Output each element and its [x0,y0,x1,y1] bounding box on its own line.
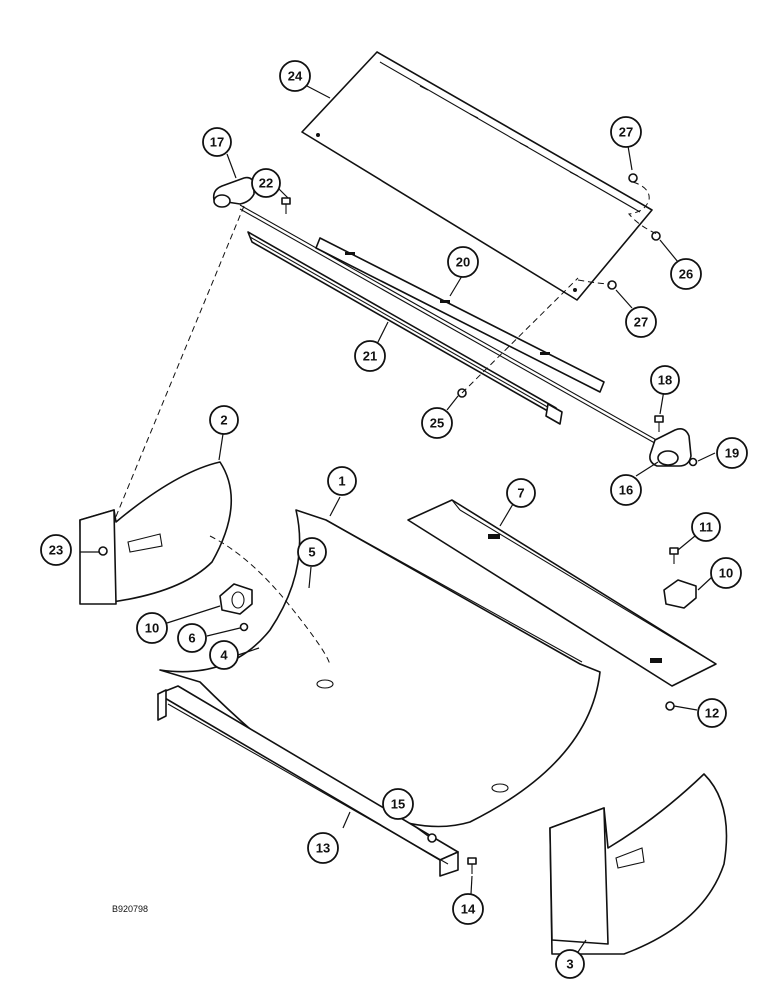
callout-25: 25 [421,407,453,439]
part-17-bracket [212,176,255,208]
callout-11: 11 [691,512,721,542]
callout-leaders [80,85,716,953]
part-10-bracket-right [663,579,697,609]
callout-label: 4 [220,648,228,663]
callout-26: 26 [670,258,702,290]
callout-label: 6 [188,631,195,646]
part-6-nut [239,622,249,632]
callout-18: 18 [650,365,680,395]
callout-label: 15 [391,797,405,812]
callout-23: 23 [40,534,72,566]
callout-label: 26 [679,267,693,282]
callout-label: 27 [634,315,648,330]
callout-4: 4 [209,640,239,670]
part-11-bolt [669,547,679,564]
part-24-cover-plate [301,51,653,301]
callout-label: 2 [220,413,227,428]
callout-15: 15 [382,788,414,820]
part-7-angle [407,499,717,687]
callout-label: 19 [725,446,739,461]
callout-label: 25 [430,416,444,431]
callout-2: 2 [209,405,239,435]
figure-id: B920798 [112,904,148,914]
part-23-nut [98,546,108,556]
callout-label: 22 [259,176,273,191]
callout-label: 18 [658,373,672,388]
callout-label: 17 [210,135,224,150]
callout-label: 20 [456,255,470,270]
callout-5: 5 [297,537,327,567]
part-27-nut-upper [628,173,638,183]
callout-7: 7 [506,478,536,508]
callout-17: 17 [202,127,232,157]
callout-label: 13 [316,841,330,856]
part-20-channel [315,237,605,393]
part-19-nut [688,457,698,467]
callout-1: 1 [327,466,357,496]
part-10-bracket-left [219,583,253,615]
callout-14: 14 [452,893,484,925]
callout-13: 13 [307,832,339,864]
part-16-bracket [649,428,692,467]
callout-label: 3 [566,957,573,972]
callout-label: 5 [308,545,315,560]
callout-label: 14 [461,902,476,917]
callout-label: 27 [619,125,633,140]
callout-label: 23 [49,543,63,558]
callout-label: 1 [338,474,345,489]
callout-24: 24 [279,60,311,92]
callout-19: 19 [716,437,748,469]
part-2-end-plate-left [79,461,233,605]
callout-16: 16 [610,474,642,506]
callout-3: 3 [555,949,585,979]
callout-10-left: 10 [136,612,168,644]
callout-label: 7 [517,486,524,501]
part-15-nut [427,833,437,843]
part-27-nut-lower [607,280,617,290]
callout-27-lower: 27 [625,306,657,338]
part-18-bolt [654,415,664,432]
part-14-bolt [467,857,477,874]
part-21-strip [247,231,563,425]
callout-27-upper: 27 [610,116,642,148]
part-12-nut [665,701,675,711]
part-26-bolt [651,231,661,241]
callout-20: 20 [447,246,479,278]
callout-6: 6 [177,623,207,653]
rod [239,204,661,443]
part-3-end-plate-right [549,773,728,955]
callout-21: 21 [354,340,386,372]
callout-label: 10 [719,566,733,581]
callout-label: 11 [699,520,713,535]
callout-label: 12 [705,706,719,721]
callout-label: 16 [619,483,633,498]
callout-12: 12 [697,698,727,728]
part-22-bolt [281,197,291,214]
callout-label: 24 [288,69,303,84]
callout-label: 10 [145,621,159,636]
part-13-support-bar [157,685,459,877]
callout-label: 21 [363,349,377,364]
callout-22: 22 [251,168,281,198]
callout-10-right: 10 [710,557,742,589]
